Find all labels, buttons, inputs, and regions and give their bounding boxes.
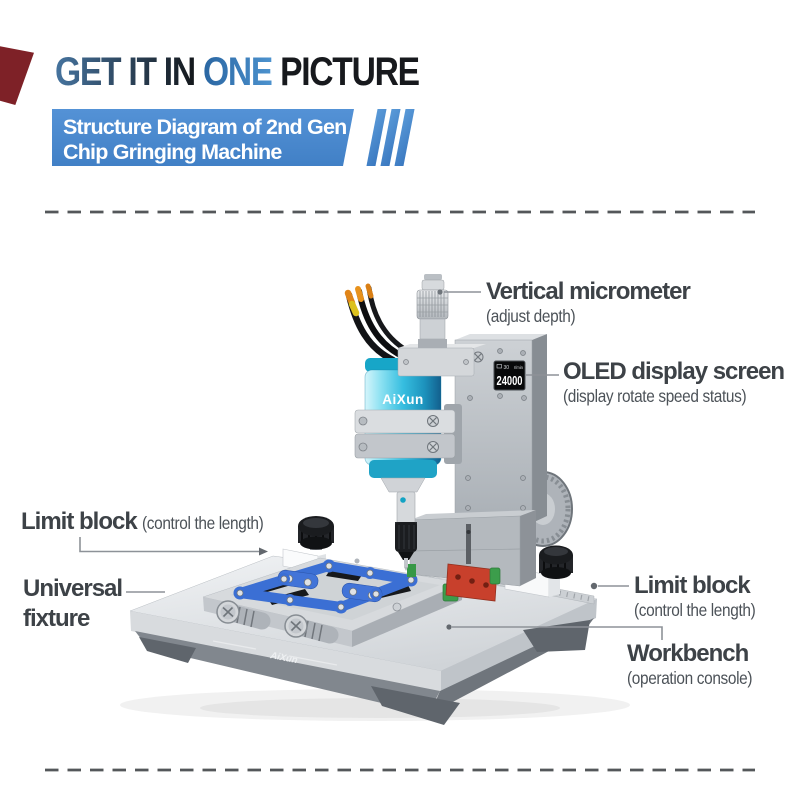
oled-aux-left: 30 (504, 365, 510, 371)
callout-dot (590, 582, 598, 590)
title-part-dark: GET IT IN (55, 50, 196, 94)
callout-label: Limit block (21, 508, 138, 535)
callout-label: Limit block (634, 572, 751, 599)
grinder-motor: AiXun (354, 358, 462, 493)
oled-aux-right: r/min (514, 365, 524, 370)
linear-rail-bracket (407, 563, 501, 602)
callout-label: Vertical micrometer (486, 278, 691, 305)
callout-note: (operation console) (627, 668, 753, 688)
black-knob-left (298, 516, 334, 550)
fixture-knob (284, 614, 339, 644)
workbench-brand-text: AiXun (268, 650, 298, 666)
callout-note: (adjust depth) (486, 306, 576, 326)
vertical-micrometer-part (416, 274, 449, 348)
callout-label: Workbench (627, 640, 749, 667)
callout-universal-fixture: Universal fixture (23, 574, 139, 634)
fixture-knob (216, 600, 271, 630)
callout-connectors (79, 289, 663, 640)
motor-clamp-band (354, 433, 456, 459)
callout-workbench: Workbench (operation console) (627, 640, 769, 689)
page-title: GET IT IN ONE PICTURE (55, 50, 420, 94)
black-knob-right (539, 545, 573, 579)
subtitle-banner: Structure Diagram of 2nd Gen Chip Gringi… (52, 109, 354, 166)
oled-speed-value: 24000 (497, 373, 523, 388)
callout-label: OLED display screen (563, 358, 785, 385)
callout-limit-block-right: Limit block (control the length) (634, 572, 772, 621)
banner-line1: Structure Diagram of 2nd Gen (63, 115, 347, 139)
callout-vertical-micrometer: Vertical micrometer (adjust depth) (486, 278, 691, 327)
callout-label: Universal fixture (23, 575, 123, 632)
universal-fixture-part (202, 557, 464, 647)
callout-note: (control the length) (141, 513, 264, 533)
banner-line2: Chip Gringing Machine (63, 140, 282, 164)
title-part-black: PICTURE (280, 50, 420, 94)
callout-dot (446, 624, 452, 630)
motor-clamp-band (354, 409, 456, 434)
mount-bracket (397, 344, 486, 377)
title-part-blue: ONE (202, 50, 273, 94)
motor-brand-text: AiXun (382, 392, 424, 407)
callout-limit-block-left: Limit block (control the length) (21, 508, 280, 536)
callout-note: (display rotate speed status) (563, 386, 747, 406)
ground-shadow (120, 689, 630, 721)
fixture-screws (233, 559, 418, 614)
oled-screen: 30 r/min 24000 (493, 360, 526, 391)
callout-oled-display: OLED display screen (display rotate spee… (563, 358, 785, 407)
callout-note: (control the length) (634, 600, 756, 620)
spindle-chuck (395, 491, 417, 571)
callout-arrow (259, 547, 268, 556)
